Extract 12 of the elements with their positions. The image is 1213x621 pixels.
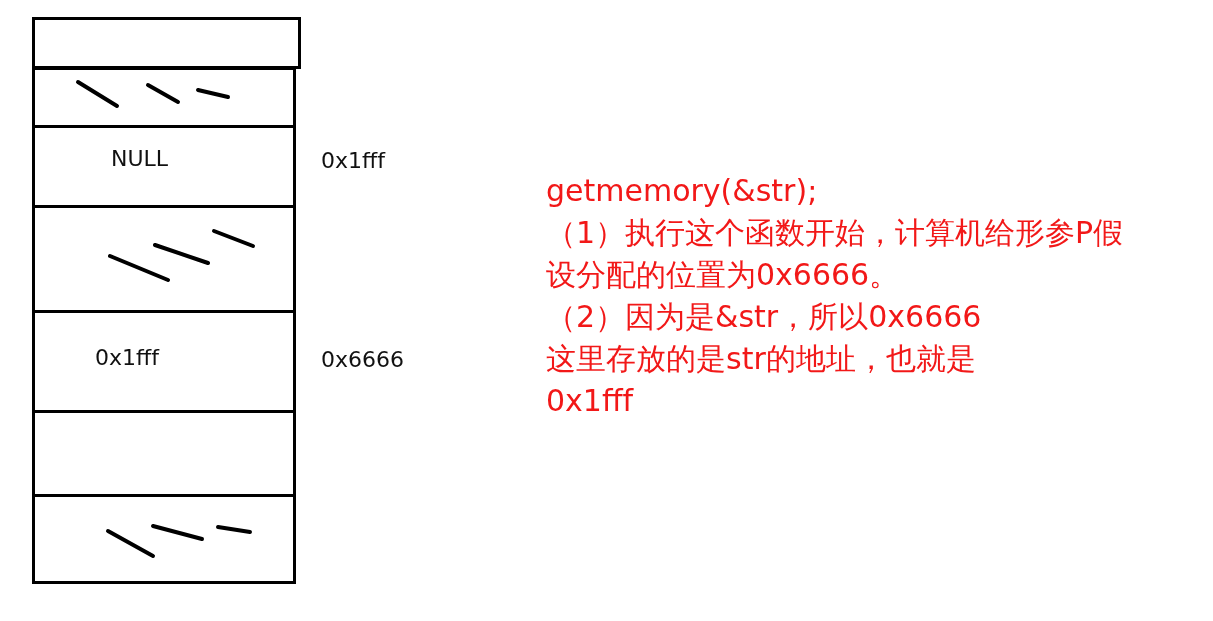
note-text: （1）执行这个函数开始，计算机给形参P假设分配的位置为0x6666。 — [546, 214, 1125, 294]
cell-value: 0x1fff — [95, 345, 159, 370]
memory-cell — [32, 494, 296, 584]
address-label: 0x6666 — [321, 347, 404, 372]
stack-top-box — [32, 17, 301, 69]
memory-cell — [32, 410, 296, 497]
memory-cell — [32, 67, 296, 128]
memory-cell — [32, 205, 296, 313]
cell-value: NULL — [111, 146, 169, 171]
note-text: （2）因为是&str，所以0x6666这里存放的是str的地址，也就是0x1fff — [546, 298, 983, 420]
note-text: getmemory(&str); — [546, 172, 819, 210]
address-label: 0x1fff — [321, 148, 385, 173]
